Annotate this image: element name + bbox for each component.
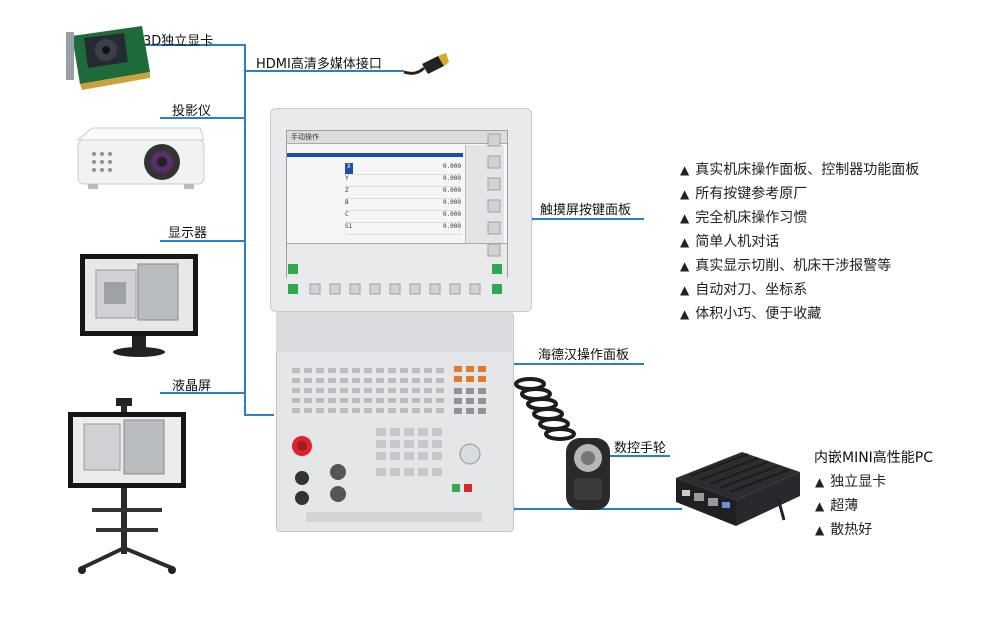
triangle-bullet-icon: ▲ bbox=[680, 259, 690, 273]
heidenhain-keys bbox=[276, 312, 512, 522]
feature-item: ▲真实显示切削、机床干涉报警等 bbox=[680, 258, 892, 274]
triangle-bullet-icon: ▲ bbox=[815, 475, 825, 489]
graphics-card-image bbox=[66, 26, 150, 90]
mini-pc-image bbox=[676, 452, 800, 526]
triangle-bullet-icon: ▲ bbox=[680, 211, 690, 225]
feature-item: ▲所有按键参考原厂 bbox=[680, 186, 808, 202]
screen-title: 手动操作 bbox=[291, 133, 319, 141]
screen-blue-bar bbox=[287, 153, 463, 157]
monitor-label: 显示器 bbox=[168, 226, 208, 241]
handwheel-image bbox=[514, 377, 610, 510]
screen-status-bar bbox=[287, 243, 507, 278]
gpu-label: 3D独立显卡 bbox=[143, 34, 214, 49]
monitor-image bbox=[80, 254, 198, 357]
triangle-bullet-icon: ▲ bbox=[680, 187, 690, 201]
pc-feature-item: ▲超薄 bbox=[815, 498, 859, 514]
triangle-bullet-icon: ▲ bbox=[680, 163, 690, 177]
feature-item: ▲完全机床操作习惯 bbox=[680, 210, 808, 226]
touch-panel-label: 触摸屏按键面板 bbox=[540, 203, 632, 218]
handwheel-label: 数控手轮 bbox=[614, 441, 667, 456]
screen-title-bar: 手动操作 bbox=[287, 131, 507, 144]
triangle-bullet-icon: ▲ bbox=[815, 499, 825, 513]
handwheel-connector bbox=[600, 455, 670, 457]
left-trunk-line bbox=[244, 44, 246, 416]
heidenhain-panel-connector bbox=[510, 363, 644, 365]
projector-image bbox=[76, 127, 205, 189]
feature-item: ▲自动对刀、坐标系 bbox=[680, 282, 808, 298]
touch-panel-buttons bbox=[288, 133, 502, 295]
projector-label: 投影仪 bbox=[172, 104, 212, 119]
feature-item: ▲真实机床操作面板、控制器功能面板 bbox=[680, 162, 920, 178]
pc-feature-item: ▲独立显卡 bbox=[815, 474, 887, 490]
triangle-bullet-icon: ▲ bbox=[815, 523, 825, 537]
triangle-bullet-icon: ▲ bbox=[680, 235, 690, 249]
triangle-bullet-icon: ▲ bbox=[680, 307, 690, 321]
gpu-connector bbox=[140, 44, 246, 46]
triangle-bullet-icon: ▲ bbox=[680, 283, 690, 297]
heidenhain-panel-label: 海德汉操作面板 bbox=[538, 348, 630, 363]
monitor-connector bbox=[160, 240, 246, 242]
hdmi-label: HDMI高清多媒体接口 bbox=[256, 57, 382, 72]
feature-item: ▲体积小巧、便于收藏 bbox=[680, 306, 822, 322]
lcd-label: 液晶屏 bbox=[172, 379, 212, 394]
feature-item: ▲简单人机对话 bbox=[680, 234, 780, 250]
pc-feature-item: ▲散热好 bbox=[815, 522, 873, 538]
hdmi-connector bbox=[244, 70, 404, 72]
hdmi-cable-image bbox=[403, 53, 449, 75]
mini-pc-label: 内嵌MINI高性能PC bbox=[814, 450, 934, 466]
lcd-connector bbox=[160, 392, 246, 394]
lcd-stand-image bbox=[68, 398, 186, 574]
touch-panel-connector bbox=[530, 218, 644, 220]
trunk-to-panel-connector bbox=[244, 414, 274, 416]
projector-connector bbox=[160, 117, 246, 119]
